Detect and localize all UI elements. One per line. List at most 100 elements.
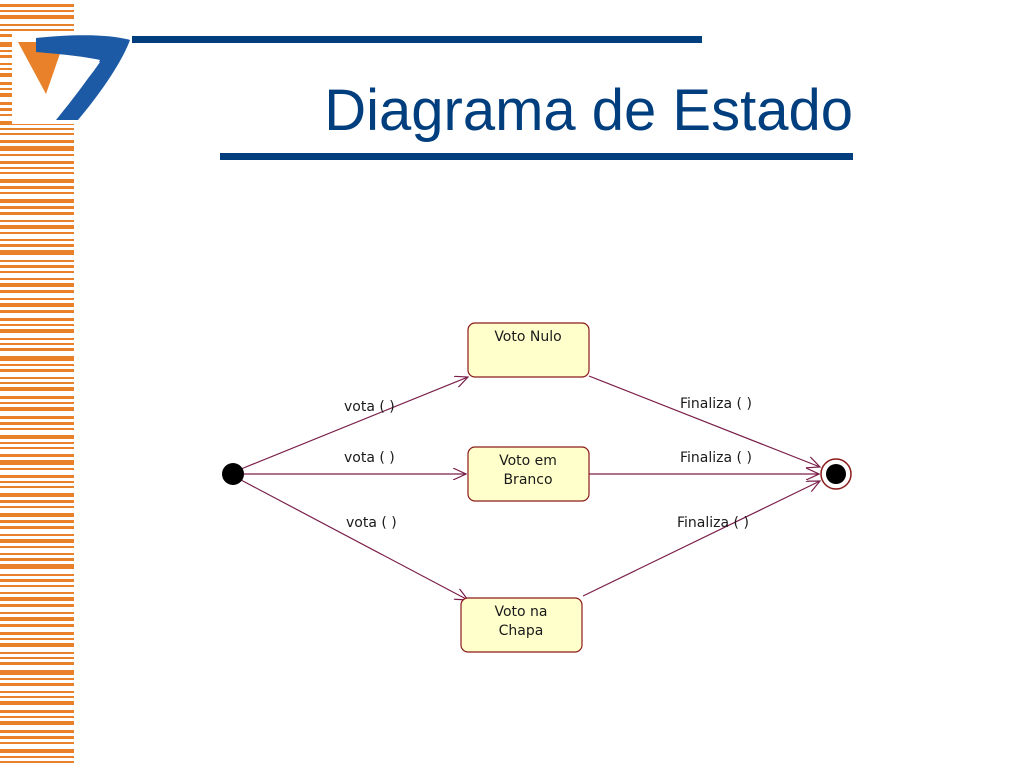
stripe-band [0, 657, 74, 659]
stripe-band [0, 435, 74, 439]
stripe-band [0, 318, 74, 321]
transition-nulo-to-final [588, 375, 820, 467]
stripe-band [0, 220, 74, 222]
stripe-band [0, 539, 74, 543]
stripe-band [0, 167, 74, 169]
stripe-band [0, 356, 74, 361]
stripe-band [0, 422, 74, 425]
stripe-band [0, 29, 74, 31]
stripe-band [0, 232, 74, 234]
transition-label-vota-chapa: vota ( ) [346, 515, 397, 531]
stripe-band [0, 710, 74, 713]
stripe-band [0, 553, 74, 555]
stripe-band [0, 186, 74, 189]
stripe-band [0, 486, 74, 488]
stripe-band [0, 506, 74, 508]
stripe-band [0, 546, 74, 548]
transition-chapa-to-final [582, 481, 820, 597]
stripe-band [0, 428, 74, 430]
stripe-band [0, 382, 74, 384]
stripe-band [0, 493, 74, 497]
stripe-band [0, 416, 74, 419]
stripe-band [0, 691, 74, 693]
stripe-band [0, 172, 74, 174]
stripe-band [0, 343, 74, 345]
stripe-band [0, 128, 74, 130]
stripe-band [0, 447, 74, 449]
stripe-band [0, 652, 74, 654]
stripe-band [0, 742, 74, 744]
stripe-band [0, 564, 74, 569]
stripe-band [0, 558, 74, 561]
stripe-band [0, 290, 74, 293]
stripe-band [0, 206, 74, 209]
stripe-band [0, 442, 74, 444]
stripe-band [0, 749, 74, 753]
stripe-band [0, 225, 74, 229]
stripe-band [0, 387, 74, 391]
stripe-band [0, 303, 74, 307]
stripe-band [0, 199, 74, 203]
stripe-band [0, 612, 74, 614]
stripe-band [0, 146, 74, 151]
initial-state [222, 463, 244, 485]
state-voto-em-branco-label-line-2: Branco [503, 472, 552, 488]
stripe-band [0, 239, 74, 241]
stripe-band [0, 592, 74, 594]
stripe-band [0, 24, 74, 26]
stripe-band [0, 154, 74, 156]
stripe-band [0, 161, 74, 164]
stripe-band [0, 662, 74, 665]
stripe-band [0, 329, 74, 333]
stripe-band [0, 212, 74, 215]
stripe-band [0, 632, 74, 635]
state-voto-na-chapa-label-line-2: Chapa [499, 623, 544, 639]
stripe-band [0, 278, 74, 280]
state-voto-nulo-label: Voto Nulo [494, 329, 561, 345]
stripe-band [0, 244, 74, 247]
transition-label-vota-branco: vota ( ) [344, 450, 395, 466]
stripe-band [0, 520, 74, 523]
stripe-band [0, 534, 74, 536]
state-voto-na-chapa: Voto na Chapa [460, 597, 583, 653]
stripe-band [0, 500, 74, 503]
stripe-band [0, 454, 74, 457]
title-rule-bottom [220, 153, 853, 160]
stripe-band [0, 585, 74, 587]
stripe-band [0, 348, 74, 351]
stripe-band [0, 271, 74, 273]
state-voto-nulo: Voto Nulo [467, 322, 590, 378]
stripe-band [0, 604, 74, 607]
state-voto-na-chapa-label-line-1: Voto na [494, 604, 547, 620]
stripe-band [0, 468, 74, 470]
transition-label-finaliza-branco: Finaliza ( ) [680, 450, 752, 466]
transition-label-vota-nulo: vota ( ) [344, 399, 395, 415]
stripe-band [0, 179, 74, 183]
stripe-band [0, 716, 74, 718]
stripe-band [0, 579, 74, 582]
stripe-band [0, 526, 74, 529]
transition-initial-to-chapa [240, 479, 468, 600]
stripe-band [0, 364, 74, 366]
stripe-band [0, 192, 74, 194]
final-state [820, 458, 852, 490]
stripe-band [0, 283, 74, 287]
stripe-band [0, 756, 74, 758]
stripe-band [0, 10, 74, 12]
stripe-band [0, 133, 74, 135]
title-rule-top [132, 36, 702, 43]
state-voto-em-branco: Voto em Branco [467, 446, 590, 502]
stripe-band [0, 574, 74, 576]
stripe-band [0, 481, 74, 483]
stripe-band [0, 250, 74, 255]
stripe-band [0, 617, 74, 621]
stripe-band [0, 678, 74, 680]
stripe-band [0, 670, 74, 675]
stripe-band [0, 260, 74, 262]
stripe-band [0, 475, 74, 478]
stripe-band [0, 701, 74, 705]
stripe-band [0, 324, 74, 326]
stripe-band [0, 4, 74, 7]
